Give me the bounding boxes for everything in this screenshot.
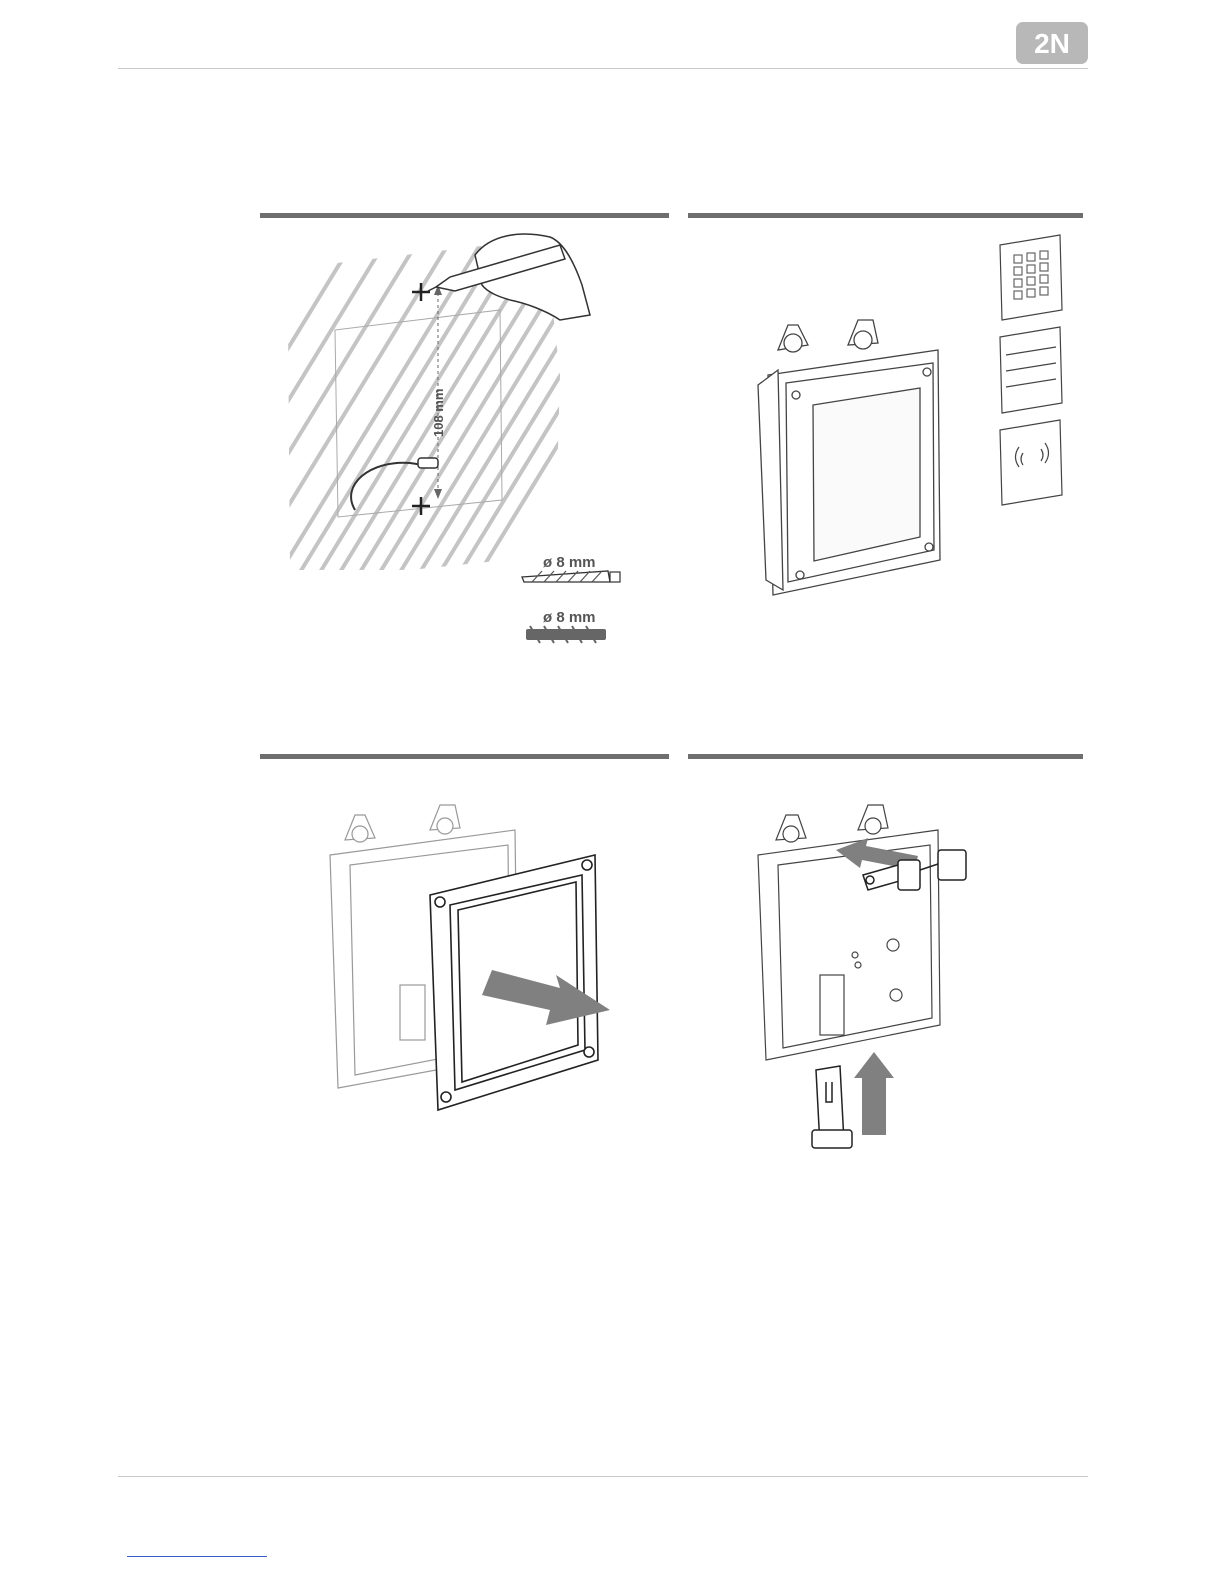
step-insert-modules-illustration bbox=[688, 225, 1083, 625]
header-rule bbox=[118, 68, 1088, 69]
drill-bit: ø 8 mm bbox=[522, 554, 620, 582]
svg-text:ø 8 mm: ø 8 mm bbox=[543, 554, 596, 571]
footer-rule bbox=[118, 1476, 1088, 1477]
step-remove-frame-illustration bbox=[260, 770, 669, 1130]
insert-arrow-bottom bbox=[854, 1052, 894, 1135]
step-insert-holders-illustration bbox=[688, 770, 1083, 1160]
svg-text:108 mm: 108 mm bbox=[431, 389, 446, 437]
wall-dowel: ø 8 mm bbox=[526, 609, 606, 643]
panel-2-rule bbox=[688, 213, 1083, 218]
module-housing-open bbox=[758, 805, 940, 1060]
svg-text:ø 8 mm: ø 8 mm bbox=[543, 609, 596, 626]
holder-clip-bottom bbox=[812, 1066, 852, 1148]
button-module bbox=[1000, 327, 1062, 413]
brand-logo: 2N bbox=[1016, 22, 1088, 64]
hand-with-pencil bbox=[428, 234, 590, 320]
panel-1-rule bbox=[260, 213, 669, 218]
step-mark-and-drill-illustration: 108 mm ø 8 mm ø 8 mm bbox=[260, 225, 669, 655]
svg-text:2N: 2N bbox=[1034, 28, 1070, 59]
rfid-module bbox=[1000, 420, 1062, 505]
footer-link-underline[interactable] bbox=[127, 1556, 267, 1557]
panel-3-rule bbox=[260, 754, 669, 759]
panel-4-rule bbox=[688, 754, 1083, 759]
keypad-module bbox=[1000, 235, 1062, 320]
module-housing bbox=[758, 320, 940, 595]
